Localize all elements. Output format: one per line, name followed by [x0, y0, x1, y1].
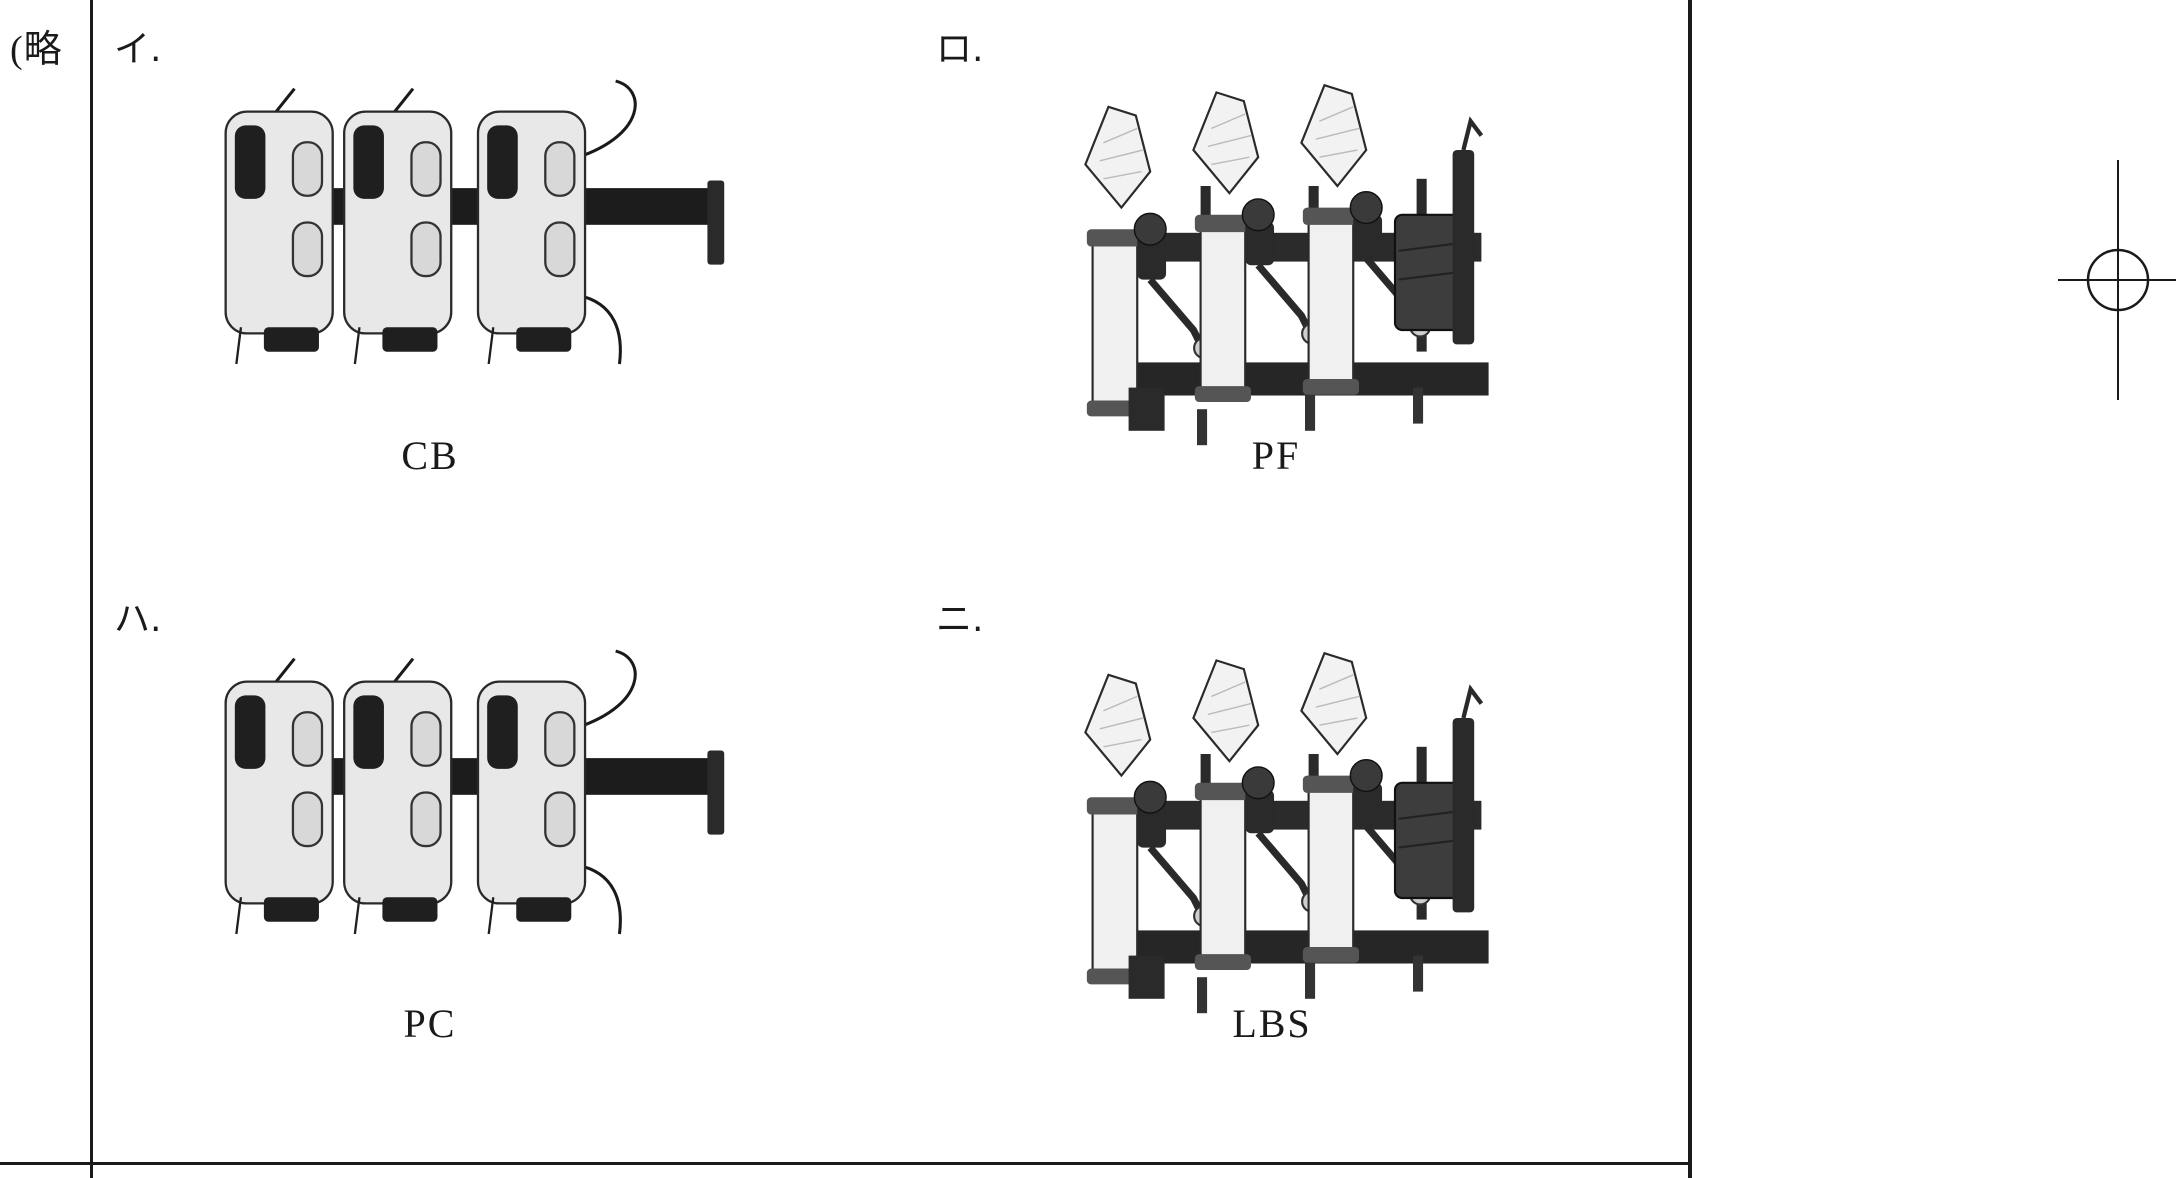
option-label-ha[interactable]: ハ.	[114, 599, 162, 640]
table-right-border	[1688, 0, 1692, 1178]
option-label-i[interactable]: イ.	[114, 29, 162, 70]
registration-mark-icon	[2058, 160, 2176, 400]
option-label-ni[interactable]: ニ.	[936, 599, 984, 640]
lbs-switch-icon	[1032, 78, 1542, 438]
pc-cutout-icon	[218, 58, 738, 410]
option-caption-i: CB	[401, 433, 459, 478]
option-label-ro[interactable]: ロ.	[936, 29, 984, 70]
pc-cutout-icon	[218, 628, 738, 980]
option-caption-ha: PC	[403, 1001, 457, 1046]
option-caption-ni: LBS	[1232, 1001, 1312, 1046]
table-bottom-border	[0, 1162, 1692, 1165]
lbs-switch-icon	[1032, 646, 1542, 1006]
margin-note: (略	[10, 29, 63, 71]
option-caption-ro: PF	[1251, 433, 1301, 478]
column-divider	[90, 0, 93, 1178]
